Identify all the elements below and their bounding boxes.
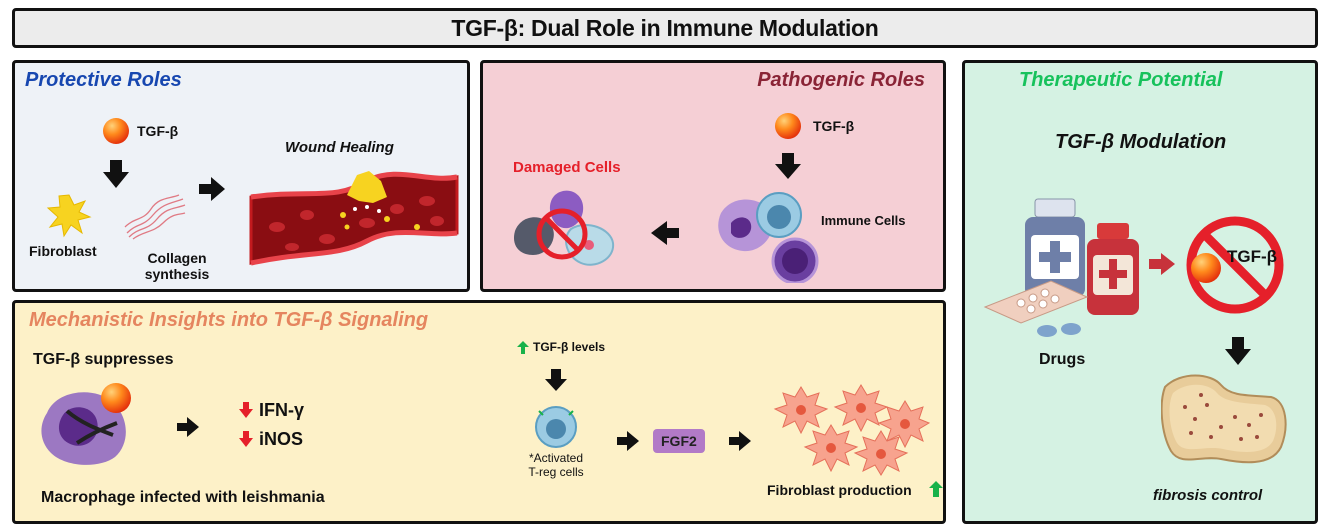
title-bar: TGF-β: Dual Role in Immune Modulation — [12, 8, 1318, 48]
black-arrow-icon — [545, 369, 567, 391]
black-arrow-icon — [775, 153, 801, 179]
fibroblast-cluster-icon — [773, 384, 931, 476]
blood-vessel-icon — [249, 171, 459, 266]
collagen-label: Collagen synthesis — [137, 250, 217, 282]
treg-label-line-2: T-reg cells — [528, 465, 584, 479]
fibrosis-control-label: fibrosis control — [1153, 487, 1263, 504]
damaged-cells-label: Damaged Cells — [513, 159, 621, 176]
black-arrow-icon — [103, 160, 129, 188]
fibroblast-label: Fibroblast — [29, 243, 97, 259]
fgf2-badge: FGF2 — [653, 429, 705, 453]
page-title: TGF-β: Dual Role in Immune Modulation — [451, 14, 879, 41]
black-arrow-icon — [729, 431, 751, 451]
immune-cell-icon — [718, 192, 819, 283]
immune-cells-label: Immune Cells — [821, 213, 906, 228]
mechanistic-title: Mechanistic Insights into TGF-β Signalin… — [29, 309, 429, 331]
pill-pack-icon — [983, 280, 1089, 337]
therapeutic-subtitle: TGF-β Modulation — [1055, 131, 1227, 153]
fibrosis-tissue-icon — [1161, 374, 1287, 464]
pathogenic-tgf-label: TGF-β — [813, 118, 855, 134]
fibroblast-production-label: Fibroblast production — [767, 482, 912, 498]
tgf-beta-ball-icon — [101, 383, 131, 413]
up-arrow-icon — [517, 341, 529, 354]
down-arrow-icon — [239, 402, 253, 418]
therapeutic-panel: Therapeutic Potential TGF-β Modulation D… — [962, 60, 1318, 524]
fibroblast-icon — [46, 194, 92, 238]
treg-label-line-1: *Activated — [528, 451, 584, 465]
damaged-cell-icon — [513, 190, 615, 266]
treg-label: *Activated T-reg cells — [513, 451, 599, 479]
collagen-icon — [124, 194, 186, 240]
black-arrow-icon — [1225, 337, 1251, 365]
therapeutic-title: Therapeutic Potential — [1019, 69, 1223, 91]
inos-label: iNOS — [259, 429, 304, 449]
tgf-beta-ball-icon — [1191, 253, 1221, 283]
suppresses-label: TGF-β suppresses — [33, 351, 174, 368]
treg-cell-icon — [535, 406, 577, 448]
therapeutic-tgf-label: TGF-β — [1227, 247, 1278, 266]
pathogenic-title: Pathogenic Roles — [757, 69, 925, 91]
drugs-label: Drugs — [1039, 351, 1086, 368]
ifn-label: IFN-γ — [259, 400, 304, 420]
levels-label: TGF-β levels — [533, 340, 606, 354]
tgf-beta-ball-icon — [103, 118, 129, 144]
up-arrow-icon — [929, 481, 943, 497]
mechanistic-panel: Mechanistic Insights into TGF-β Signalin… — [12, 300, 946, 524]
collagen-label-line-2: synthesis — [144, 266, 210, 282]
protective-tgf-label: TGF-β — [137, 123, 179, 139]
protective-panel: Protective Roles TGF-β Fibroblast Collag… — [12, 60, 470, 292]
protective-title: Protective Roles — [25, 69, 182, 91]
drug-bottle-icon — [1025, 198, 1139, 315]
black-arrow-icon — [617, 431, 639, 451]
macrophage-label: Macrophage infected with leishmania — [41, 489, 325, 506]
black-arrow-icon — [177, 417, 199, 437]
red-arrow-icon — [1149, 253, 1175, 275]
prohibition-icon — [536, 208, 588, 260]
down-arrow-icon — [239, 431, 253, 447]
wound-healing-label: Wound Healing — [285, 139, 394, 156]
black-arrow-icon — [651, 221, 679, 245]
black-arrow-icon — [199, 177, 225, 201]
collagen-label-line-1: Collagen — [147, 250, 207, 266]
tgf-beta-ball-icon — [775, 113, 801, 139]
pathogenic-panel: Pathogenic Roles TGF-β Immune Cells Dama… — [480, 60, 946, 292]
macrophage-icon — [41, 392, 126, 465]
